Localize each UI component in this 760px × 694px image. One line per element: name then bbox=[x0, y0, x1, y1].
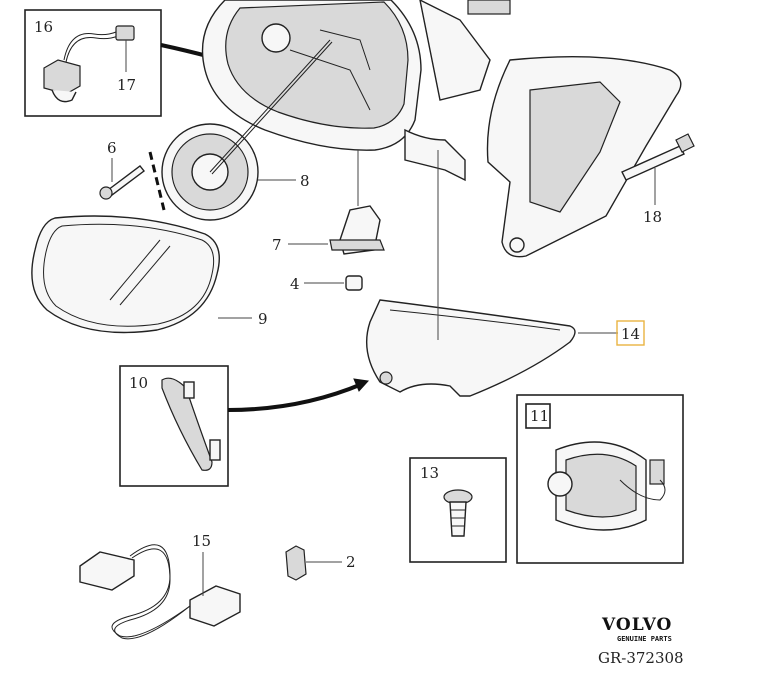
inset-part-10 bbox=[119, 365, 229, 487]
inset-part-13-screw bbox=[409, 457, 507, 563]
volvo-logo-text: VOLVO bbox=[601, 615, 672, 635]
mirror-bracket bbox=[486, 55, 682, 258]
label-11: 11 bbox=[530, 407, 549, 425]
diagram-reference: GR-372308 bbox=[598, 649, 684, 667]
part-7-bracket bbox=[288, 150, 385, 255]
bolt-18 bbox=[621, 133, 695, 205]
inset-part-11 bbox=[516, 394, 684, 564]
label-9: 9 bbox=[258, 310, 268, 328]
label-7: 7 bbox=[272, 236, 282, 254]
label-8: 8 bbox=[300, 172, 310, 190]
label-17: 17 bbox=[117, 76, 136, 94]
label-13: 13 bbox=[420, 464, 439, 482]
inset-wiring-connector bbox=[24, 9, 162, 117]
mirror-cover-14 bbox=[365, 150, 618, 397]
label-10: 10 bbox=[129, 374, 148, 392]
part-2-clip bbox=[285, 545, 342, 581]
mirror-motor-8 bbox=[161, 39, 333, 221]
label-18: 18 bbox=[643, 208, 662, 226]
label-2: 2 bbox=[346, 553, 356, 571]
genuine-parts-text: GENUINE PARTS bbox=[617, 635, 672, 643]
mirror-glass-9 bbox=[31, 215, 252, 334]
screw-6 bbox=[99, 151, 166, 211]
label-6: 6 bbox=[107, 139, 117, 157]
part-4-bulb bbox=[304, 275, 363, 291]
mirror-housing bbox=[201, 0, 511, 182]
label-16: 16 bbox=[34, 18, 53, 36]
highlight-box-14 bbox=[616, 320, 645, 346]
label-4: 4 bbox=[290, 275, 300, 293]
label-14: 14 bbox=[621, 325, 640, 343]
wiring-harness-15 bbox=[79, 544, 241, 640]
arrow-inset10 bbox=[227, 382, 363, 412]
label-15: 15 bbox=[192, 532, 211, 550]
